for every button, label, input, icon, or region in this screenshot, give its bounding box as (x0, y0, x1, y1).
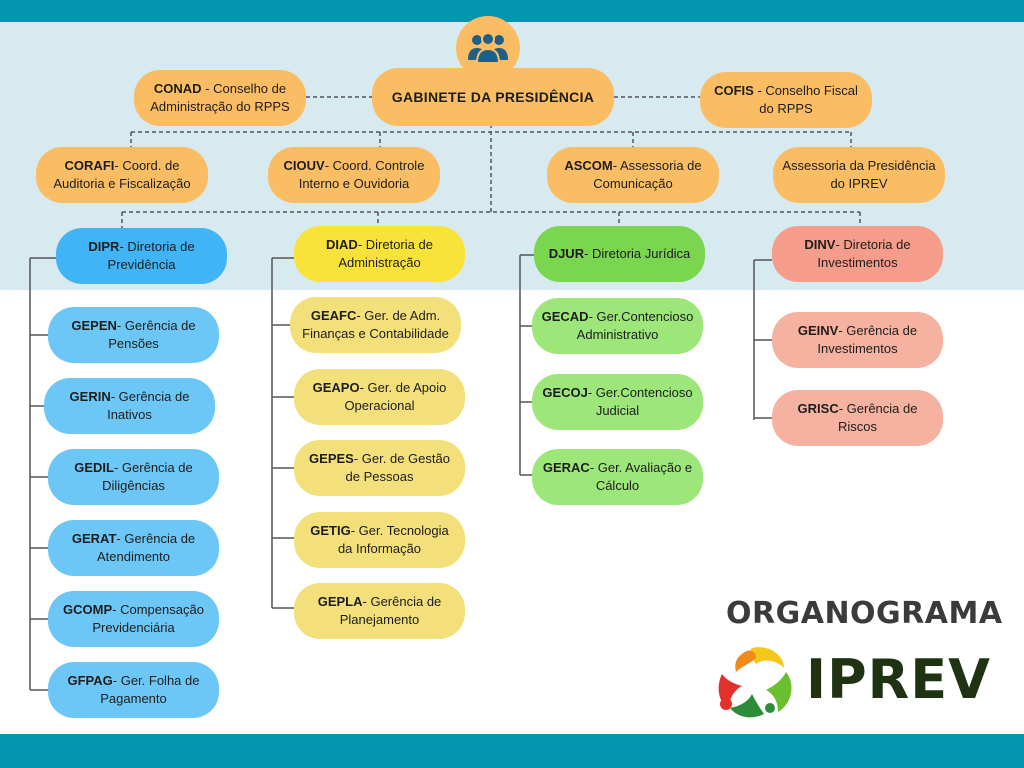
gepes-box: GEPES- Ger. de Gestão de Pessoas (294, 440, 465, 496)
gecad-code: GECAD (541, 309, 589, 324)
gepen-desc: - Gerência de Pensões (108, 318, 196, 351)
gfpag-desc: - Ger. Folha de Pagamento (100, 673, 200, 706)
iprev-logo-icon (718, 647, 792, 718)
dipr-code: DIPR (88, 239, 120, 254)
iprev-logo-text: IPREV (806, 648, 991, 711)
gedil-desc: - Gerência de Diligências (102, 460, 193, 493)
gepen-box: GEPEN- Gerência de Pensões (48, 307, 219, 363)
corafi-code: CORAFI (64, 158, 115, 173)
gerac-code: GERAC (542, 460, 590, 475)
conad-code: CONAD (153, 81, 202, 96)
gepla-desc: - Gerência de Planejamento (339, 594, 442, 627)
gedil-box: GEDIL- Gerência de Diligências (48, 449, 219, 505)
grisc-box: GRISC- Gerência de Riscos (772, 390, 943, 446)
dipr-box: DIPR- Diretoria de Previdência (56, 228, 227, 284)
gepes-code: GEPES (309, 451, 354, 466)
gerin-desc: - Gerência de Inativos (107, 389, 190, 422)
bottom-band (0, 734, 1024, 768)
diad-desc: - Diretoria de Administração (338, 237, 433, 270)
djur-desc: - Diretoria Jurídica (584, 246, 691, 261)
dinv-code: DINV (804, 237, 836, 252)
geafc-desc: - Ger. de Adm. Finanças e Contabilidade (302, 308, 449, 341)
organograma-title: ORGANOGRAMA (726, 596, 1003, 631)
getig-desc: - Ger. Tecnologia da Informação (337, 523, 449, 556)
grisc-code: GRISC (797, 401, 839, 416)
gedil-code: GEDIL (74, 460, 114, 475)
geapo-desc: - Ger. de Apoio Operacional (344, 380, 447, 413)
gerac-desc: - Ger. Avaliação e Cálculo (589, 460, 693, 493)
ascom-box: ASCOM- Assessoria de Comunicação (547, 147, 719, 203)
gerin-code: GERIN (69, 389, 111, 404)
assessoria-presidencia-box: Assessoria da Presidência do IPREV (773, 147, 945, 203)
gepla-box: GEPLA- Gerência de Planejamento (294, 583, 465, 639)
gcomp-desc: - Compensação Previdenciária (92, 602, 204, 635)
gepla-code: GEPLA (317, 594, 363, 609)
gerin-box: GERIN- Gerência de Inativos (44, 378, 215, 434)
gepes-desc: - Ger. de Gestão de Pessoas (345, 451, 450, 484)
ciouv-box: CIOUV- Coord. Controle Interno e Ouvidor… (268, 147, 440, 203)
geapo-code: GEAPO (312, 380, 360, 395)
cofis-code: COFIS (714, 83, 754, 98)
grisc-desc: - Gerência de Riscos (837, 401, 918, 434)
dinv-box: DINV- Diretoria de Investimentos (772, 226, 943, 282)
ciouv-code: CIOUV (283, 158, 325, 173)
gfpag-code: GFPAG (67, 673, 113, 688)
djur-code: DJUR (548, 246, 585, 261)
geapo-box: GEAPO- Ger. de Apoio Operacional (294, 369, 465, 425)
gabinete-label: GABINETE DA PRESIDÊNCIA (391, 89, 595, 105)
gecad-box: GECAD- Ger.Contencioso Administrativo (532, 298, 703, 354)
gerat-code: GERAT (71, 531, 117, 546)
geinv-box: GEINV- Gerência de Investimentos (772, 312, 943, 368)
gcomp-box: GCOMP- Compensação Previdenciária (48, 591, 219, 647)
dinv-desc: - Diretoria de Investimentos (817, 237, 911, 270)
gabinete-box: GABINETE DA PRESIDÊNCIA (372, 68, 614, 126)
djur-box: DJUR- Diretoria Jurídica (534, 226, 705, 282)
gecoj-box: GECOJ- Ger.Contencioso Judicial (532, 374, 703, 430)
assessoria-presidencia-label: Assessoria da Presidência do IPREV (782, 158, 936, 191)
gecoj-code: GECOJ (542, 385, 588, 400)
corafi-box: CORAFI- Coord. de Auditoria e Fiscalizaç… (36, 147, 208, 203)
geafc-box: GEAFC- Ger. de Adm. Finanças e Contabili… (290, 297, 461, 353)
dipr-desc: - Diretoria de Previdência (107, 239, 195, 272)
gepen-code: GEPEN (71, 318, 117, 333)
cofis-box: COFIS - Conselho Fiscal do RPPS (700, 72, 872, 128)
diad-box: DIAD- Diretoria de Administração (294, 226, 465, 282)
gcomp-code: GCOMP (63, 602, 113, 617)
gecoj-desc: - Ger.Contencioso Judicial (587, 385, 693, 418)
conad-desc: - Conselho de Administração do RPPS (150, 81, 290, 114)
conad-box: CONAD - Conselho de Administração do RPP… (134, 70, 306, 126)
corafi-desc: - Coord. de Auditoria e Fiscalização (53, 158, 191, 191)
gecad-desc: - Ger.Contencioso Administrativo (576, 309, 694, 342)
ascom-desc: - Assessoria de Comunicação (593, 158, 702, 191)
top-band (0, 0, 1024, 22)
ascom-code: ASCOM (564, 158, 613, 173)
diad-code: DIAD (326, 237, 358, 252)
ciouv-desc: - Coord. Controle Interno e Ouvidoria (298, 158, 425, 191)
gfpag-box: GFPAG- Ger. Folha de Pagamento (48, 662, 219, 718)
geinv-code: GEINV (797, 323, 839, 338)
geafc-code: GEAFC (310, 308, 357, 323)
gerac-box: GERAC- Ger. Avaliação e Cálculo (532, 449, 703, 505)
gerat-desc: - Gerência de Atendimento (97, 531, 196, 564)
cofis-desc: - Conselho Fiscal do RPPS (753, 83, 858, 116)
gerat-box: GERAT- Gerência de Atendimento (48, 520, 219, 576)
getig-box: GETIG- Ger. Tecnologia da Informação (294, 512, 465, 568)
getig-code: GETIG (310, 523, 351, 538)
geinv-desc: - Gerência de Investimentos (817, 323, 918, 356)
